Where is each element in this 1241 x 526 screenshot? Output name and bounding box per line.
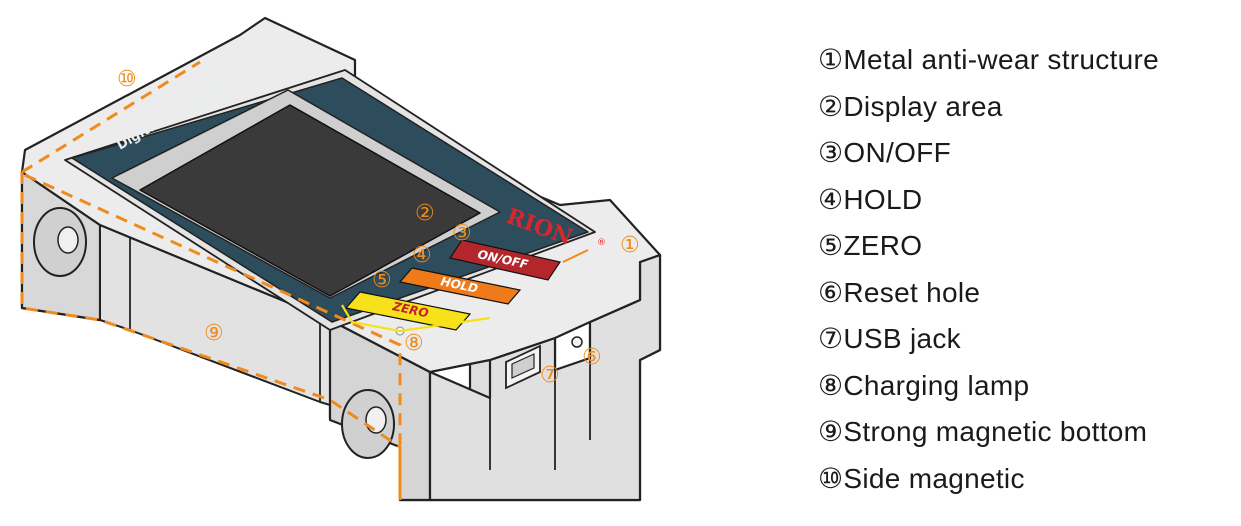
legend-label: Display area [843, 90, 1003, 122]
legend-label: Reset hole [843, 276, 981, 308]
legend-item: ⑨Strong magnetic bottom [818, 412, 1238, 459]
inclinometer-diagram: Digital Inclinometer RION ® ON/OFF HOLD … [20, 16, 662, 502]
legend-label: USB jack [843, 323, 961, 354]
hold-button[interactable] [398, 267, 522, 305]
on-off-button[interactable] [449, 239, 561, 281]
legend-item: ⑧Charging lamp [818, 366, 1238, 413]
legend-number: ③ [818, 137, 844, 168]
legend-item: ⑩Side magnetic [818, 459, 1238, 506]
zero-button[interactable] [344, 291, 472, 331]
legend-label: ON/OFF [843, 137, 951, 168]
legend-number: ① [818, 44, 844, 75]
callout-10: ⑩ [117, 67, 137, 92]
legend-item: ④HOLD [818, 180, 1238, 227]
legend-item: ⑥Reset hole [818, 273, 1238, 320]
callout-3: ③ [452, 221, 472, 246]
legend-label: Strong magnetic bottom [843, 416, 1148, 447]
legend-label: Charging lamp [843, 369, 1030, 401]
legend-item: ①Metal anti-wear structure [818, 40, 1238, 87]
legend-label: HOLD [843, 183, 923, 215]
callout-6: ⑥ [582, 345, 602, 370]
feature-legend: ①Metal anti-wear structure ②Display area… [818, 40, 1238, 505]
legend-number: ④ [818, 183, 844, 215]
legend-item: ⑦USB jack [818, 319, 1238, 366]
legend-label: Side magnetic [843, 462, 1025, 494]
callout-7: ⑦ [540, 363, 560, 388]
display-screen [139, 104, 481, 297]
legend-number: ⑧ [818, 369, 844, 401]
on-off-highlight-outline [562, 249, 589, 263]
brand-registered-mark: ® [597, 238, 606, 248]
legend-number: ② [818, 90, 844, 122]
left-magnet-hole [33, 207, 87, 277]
legend-item: ⑤ZERO [818, 226, 1238, 273]
callout-4: ④ [412, 243, 432, 268]
legend-number: ⑥ [818, 276, 844, 308]
reset-hole [571, 336, 583, 348]
zero-highlight-outline [341, 304, 491, 333]
legend-number: ⑨ [818, 416, 844, 447]
callout-8: ⑧ [404, 331, 424, 356]
legend-label: ZERO [843, 230, 923, 261]
usb-jack [505, 344, 541, 390]
callout-1: ① [620, 233, 640, 258]
legend-label: Metal anti-wear structure [843, 44, 1160, 75]
legend-number: ⑩ [818, 462, 844, 494]
callout-9: ⑨ [204, 321, 224, 346]
callout-2: ② [415, 201, 435, 226]
callout-5: ⑤ [372, 268, 392, 293]
legend-number: ⑦ [818, 323, 844, 354]
legend-item: ②Display area [818, 87, 1238, 134]
legend-number: ⑤ [818, 230, 844, 261]
legend-item: ③ON/OFF [818, 133, 1238, 180]
bottom-magnetic-outline [24, 173, 402, 500]
